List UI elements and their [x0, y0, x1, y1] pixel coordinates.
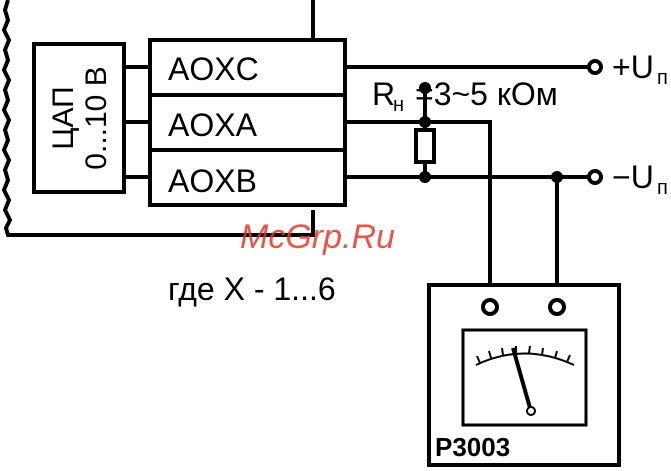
minus-supply-label: −U: [612, 159, 654, 195]
terminal-aoxa-label: AOXA: [168, 107, 258, 143]
junction-meter-minus: [551, 171, 563, 183]
terminal-aoxc-label: AOXC: [168, 51, 259, 87]
load-r-subscript: н: [393, 94, 404, 116]
meter-terminal-plus: [483, 300, 497, 314]
dac-block: ЦАП 0...10 В: [34, 44, 150, 192]
load-r-value: =3~5 кОм: [415, 76, 558, 112]
terminal-plus-supply: [589, 61, 601, 73]
meter-model-label: Р3003: [435, 432, 510, 462]
minus-supply-subscript: п: [657, 177, 668, 199]
channel-note: где X - 1...6: [168, 271, 336, 307]
meter-pivot: [527, 407, 535, 415]
resistor-body: [416, 130, 434, 162]
meter: Р3003: [429, 285, 619, 465]
dac-label: ЦАП: [47, 86, 80, 149]
plus-supply-subscript: п: [657, 67, 668, 89]
meter-window: [463, 330, 586, 425]
junction-resistor-b: [419, 171, 431, 183]
watermark: McGrp.Ru: [240, 218, 395, 256]
supply-labels: +U п −U п: [612, 49, 668, 199]
load-r-symbol: R: [372, 76, 395, 112]
load-label: R н =3~5 кОм: [372, 76, 558, 116]
plus-supply-label: +U: [612, 49, 654, 85]
terminal-minus-supply: [589, 171, 601, 183]
dac-range: 0...10 В: [80, 66, 113, 169]
terminal-block: AOXC AOXA AOXB: [150, 40, 345, 205]
terminal-aoxb-label: AOXB: [168, 163, 257, 199]
meter-terminal-minus: [550, 300, 564, 314]
junction-resistor-a: [419, 116, 431, 128]
